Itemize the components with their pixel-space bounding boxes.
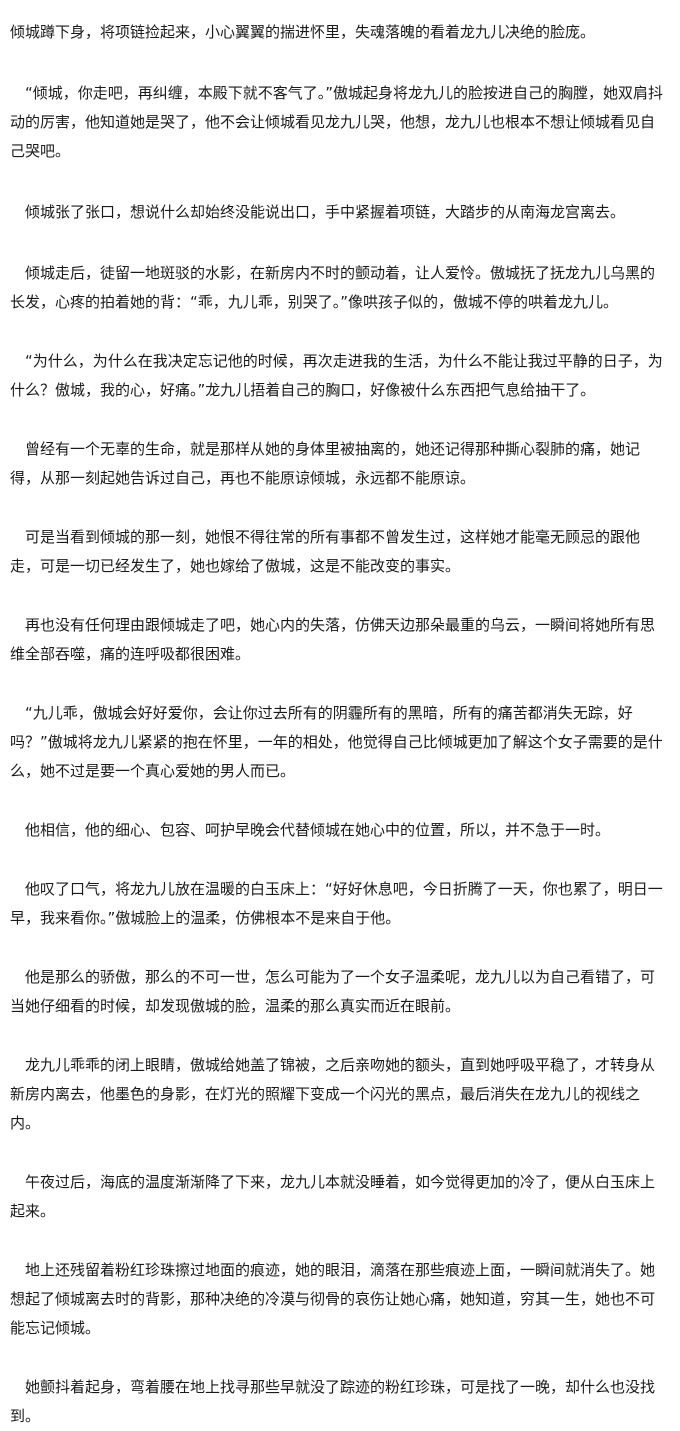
paragraph-8: 再也没有任何理由跟倾城走了吧，她心内的失落，仿佛天边那朵最重的乌云，一瞬间将她所… (10, 616, 656, 663)
paragraph-2: “倾城，你走吧，再纠缠，本殿下就不客气了。”傲城起身将龙九儿的脸按进自己的胸膛，… (10, 84, 664, 160)
paragraph-7: 可是当看到倾城的那一刻，她恨不得往常的所有事都不曾发生过，这样她才能毫无顾忌的跟… (10, 528, 641, 575)
paragraph-15: 地上还残留着粉红珍珠擦过地面的痕迹，她的眼泪，滴落在那些痕迹上面，一瞬间就消失了… (10, 1261, 656, 1337)
paragraph-13: 龙九儿乖乖的闭上眼睛，傲城给她盖了锦被，之后亲吻她的额头，直到她呼吸平稳了，才转… (10, 1056, 656, 1132)
paragraph-9: “九儿乖，傲城会好好爱你，会让你过去所有的阴霾所有的黑暗，所有的痛苦都消失无踪，… (10, 704, 663, 780)
document-page: 倾城蹲下身，将项链捡起来，小心翼翼的揣进怀里，失魂落魄的看着龙九儿决绝的脸庞。 … (10, 23, 664, 1425)
paragraph-5: “为什么，为什么在我决定忘记他的时候，再次走进我的生活，为什么不能让我过平静的日… (10, 352, 663, 399)
paragraph-14: 午夜过后，海底的温度渐渐降了下来，龙九儿本就没睡着，如今觉得更加的冷了，便从白玉… (10, 1173, 656, 1220)
paragraph-11: 他叹了口气，将龙九儿放在温暖的白玉床上：“好好休息吧，今日折腾了一天，你也累了，… (10, 880, 663, 927)
paragraph-16: 她颤抖着起身，弯着腰在地上找寻那些早就没了踪迹的粉红珍珠，可是找了一晚，却什么也… (10, 1378, 656, 1425)
paragraph-3: 倾城张了张口，想说什么却始终没能说出口，手中紧握着项链，大踏步的从南海龙宫离去。 (10, 203, 626, 221)
paragraph-4: 倾城走后，徒留一地斑驳的水影，在新房内不时的颤动着，让人爱怜。傲城抚了抚龙九儿乌… (10, 264, 656, 311)
paragraph-6: 曾经有一个无辜的生命，就是那样从她的身体里被抽离的，她还记得那种撕心裂肺的痛，她… (10, 440, 641, 487)
paragraph-12: 他是那么的骄傲，那么的不可一世，怎么可能为了一个女子温柔呢，龙九儿以为自己看错了… (10, 968, 656, 1015)
paragraph-1: 倾城蹲下身，将项链捡起来，小心翼翼的揣进怀里，失魂落魄的看着龙九儿决绝的脸庞。 (10, 23, 596, 41)
paragraph-10: 他相信，他的细心、包容、呵护早晚会代替倾城在她心中的位置，所以，并不急于一时。 (10, 821, 611, 839)
